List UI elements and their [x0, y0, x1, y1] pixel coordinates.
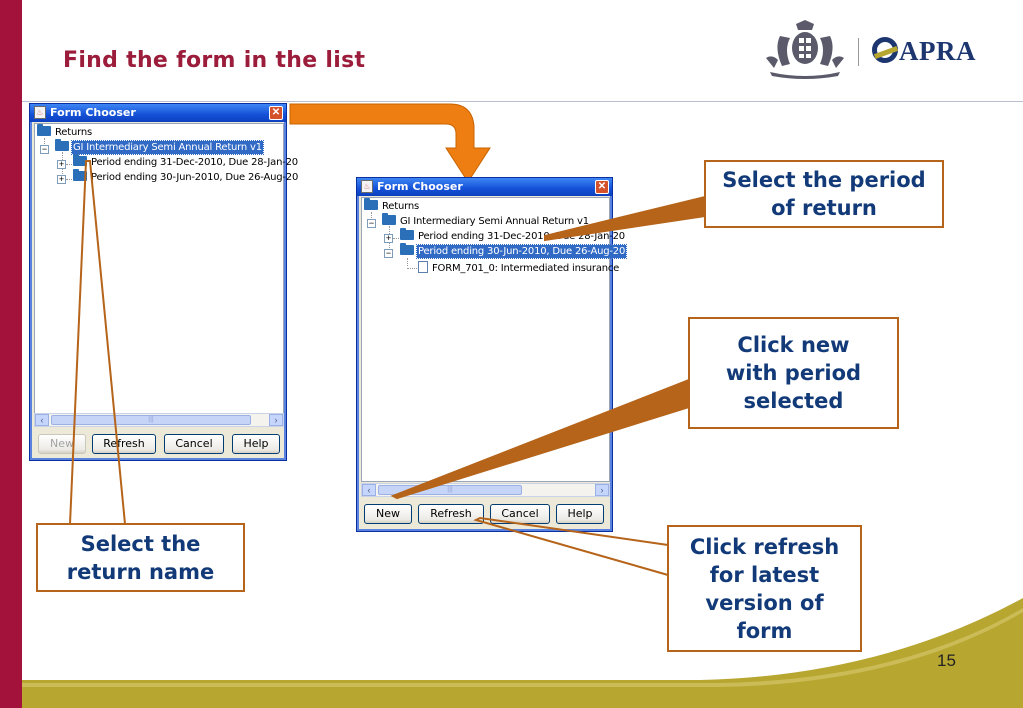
expand-icon[interactable]: + — [384, 233, 393, 243]
folder-icon — [364, 198, 378, 210]
close-icon[interactable]: ✕ — [269, 106, 283, 120]
dialog-title: Form Chooser — [377, 180, 463, 193]
folder-open-icon — [382, 213, 396, 225]
apra-brand-text: APRA — [899, 36, 976, 66]
cancel-button[interactable]: Cancel — [164, 434, 224, 454]
form-chooser-dialog-left: ♨ Form Chooser ✕ Returns − GI Intermedia… — [29, 103, 298, 461]
scroll-left-icon[interactable]: ‹ — [362, 484, 376, 496]
folder-icon — [73, 154, 87, 166]
callout-click-refresh: Click refresh for latest version of form — [667, 525, 862, 652]
form-chooser-dialog-right: ♨ Form Chooser ✕ Returns − GI Intermedia… — [356, 177, 628, 532]
tree-node-period-selected[interactable]: Period ending 30-Jun-2010, Due 26-Aug-20 — [400, 243, 628, 259]
tree-node-return-name[interactable]: GI Intermediary Semi Annual Return v1 — [55, 139, 264, 155]
folder-icon — [73, 169, 87, 181]
tree-node-period[interactable]: Period ending 30-Jun-2010, Due 26-Aug-20 — [73, 169, 299, 185]
page-number: 15 — [937, 651, 956, 670]
scroll-left-icon[interactable]: ‹ — [35, 414, 49, 426]
returns-tree: Returns − GI Intermediary Semi Annual Re… — [361, 197, 628, 482]
folder-open-icon — [400, 243, 414, 255]
callout-select-return: Select the return name — [36, 523, 245, 592]
slide-title: Find the form in the list — [63, 48, 366, 73]
help-button[interactable]: Help — [232, 434, 280, 454]
folder-open-icon — [55, 139, 69, 151]
tree-node-form[interactable]: FORM_701_0: Intermediated insurance — [418, 261, 620, 275]
orange-arrow-icon — [289, 103, 491, 183]
callout-click-new: Click new with period selected — [688, 317, 899, 429]
tree-node-return-name[interactable]: GI Intermediary Semi Annual Return v1 — [382, 213, 590, 229]
tree-node-returns[interactable]: Returns — [37, 124, 93, 140]
scroll-right-icon[interactable]: › — [595, 484, 609, 496]
cancel-button[interactable]: Cancel — [490, 504, 550, 524]
folder-icon — [37, 124, 51, 136]
coat-of-arms-icon — [766, 20, 844, 79]
header-divider — [22, 101, 1023, 102]
callout-select-period: Select the period of return — [704, 160, 944, 228]
new-button[interactable]: New — [38, 434, 86, 454]
java-cup-icon: ♨ — [34, 106, 46, 119]
document-icon — [418, 261, 428, 273]
help-button[interactable]: Help — [556, 504, 604, 524]
expand-icon[interactable]: + — [57, 159, 66, 169]
scroll-right-icon[interactable]: › — [269, 414, 283, 426]
folder-icon — [400, 228, 414, 240]
tree-node-period[interactable]: Period ending 31-Dec-2010, Due 28-Jan-20 — [73, 154, 299, 170]
collapse-icon[interactable]: − — [384, 248, 393, 258]
refresh-button[interactable]: Refresh — [418, 504, 484, 524]
expand-icon[interactable]: + — [57, 174, 66, 184]
horizontal-scrollbar[interactable]: ‹ ||| › — [34, 413, 284, 427]
dialog-title: Form Chooser — [50, 106, 136, 119]
dialog-titlebar[interactable]: ♨ Form Chooser ✕ — [30, 104, 286, 122]
horizontal-scrollbar[interactable]: ‹ ||| › — [361, 483, 610, 497]
logo-divider — [858, 38, 859, 66]
java-cup-icon: ♨ — [361, 180, 373, 193]
tree-node-period[interactable]: Period ending 31-Dec-2010, Due 28-Jan-20 — [400, 228, 626, 244]
collapse-icon[interactable]: − — [367, 218, 376, 228]
apra-logo: APRA — [872, 36, 976, 67]
scroll-thumb[interactable]: ||| — [378, 485, 522, 495]
returns-tree: Returns − GI Intermediary Semi Annual Re… — [34, 123, 298, 417]
tree-node-returns[interactable]: Returns — [364, 198, 420, 214]
scroll-thumb[interactable]: ||| — [51, 415, 251, 425]
close-icon[interactable]: ✕ — [595, 180, 609, 194]
logo-area: APRA — [760, 18, 1000, 82]
left-accent-bar — [0, 0, 22, 708]
dialog-titlebar[interactable]: ♨ Form Chooser ✕ — [357, 178, 612, 196]
new-button[interactable]: New — [364, 504, 412, 524]
apra-o-mark-icon — [872, 37, 898, 63]
collapse-icon[interactable]: − — [40, 144, 49, 154]
refresh-button[interactable]: Refresh — [92, 434, 156, 454]
